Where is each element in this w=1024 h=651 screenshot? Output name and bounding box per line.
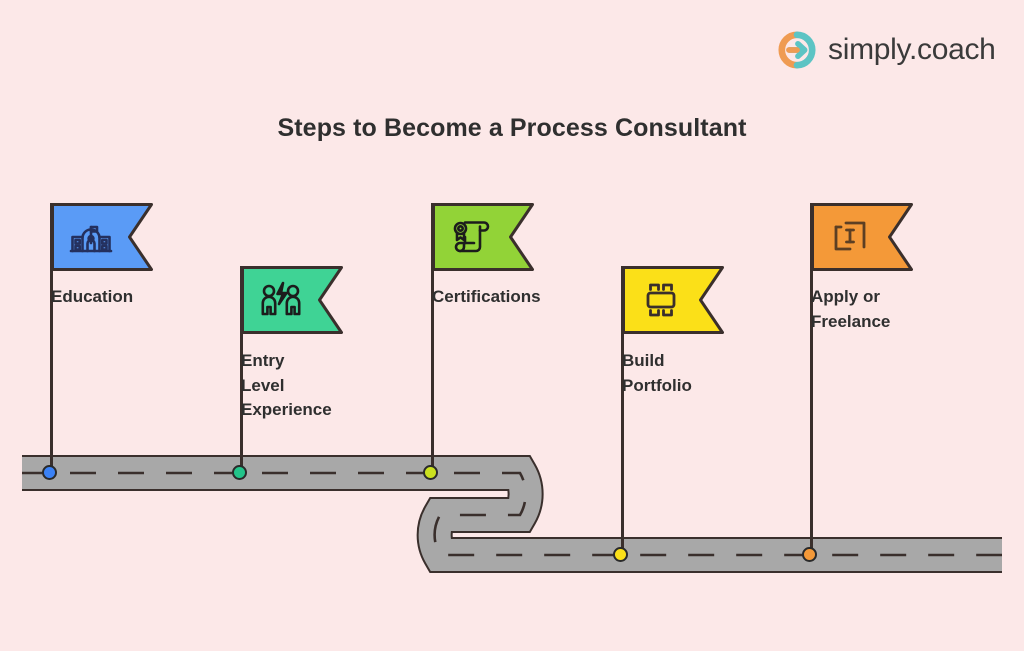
- flag-pole: [50, 203, 53, 473]
- step-label: Education: [51, 287, 134, 306]
- flag-pole: [810, 203, 813, 555]
- step-label: Entry Level Experience: [241, 351, 332, 420]
- portfolio-frame-icon: [646, 283, 676, 317]
- flag-banner[interactable]: [51, 203, 153, 271]
- step-label: Apply or Freelance: [811, 287, 891, 331]
- certificate-scroll-icon: [453, 221, 490, 253]
- step-label: Certifications: [432, 287, 541, 306]
- page-title: Steps to Become a Process Consultant: [277, 114, 747, 142]
- flag-banner[interactable]: [811, 203, 913, 271]
- flag-pole: [240, 266, 243, 473]
- road-waypoint-dot-1[interactable]: [42, 465, 57, 480]
- flag-pole: [431, 203, 434, 473]
- road-waypoint-dot-3[interactable]: [423, 465, 438, 480]
- road-waypoint-dot-5[interactable]: [802, 547, 817, 562]
- two-people-lightning-icon: [261, 281, 301, 316]
- flag-banner[interactable]: [241, 266, 343, 334]
- brand-name: simply.coach: [828, 33, 996, 66]
- simply-coach-circular-arrow-logo: [778, 31, 816, 69]
- flag-banner[interactable]: [622, 266, 724, 334]
- road-waypoint-dot-2[interactable]: [232, 465, 247, 480]
- flag-banner[interactable]: [432, 203, 534, 271]
- brand-logo: simply.coach: [778, 31, 996, 69]
- step-label: Build Portfolio: [622, 351, 692, 395]
- text-cursor-form-icon: [834, 221, 866, 251]
- school-building-icon: [69, 225, 113, 253]
- road-waypoint-dot-4[interactable]: [613, 547, 628, 562]
- flag-pole: [621, 266, 624, 555]
